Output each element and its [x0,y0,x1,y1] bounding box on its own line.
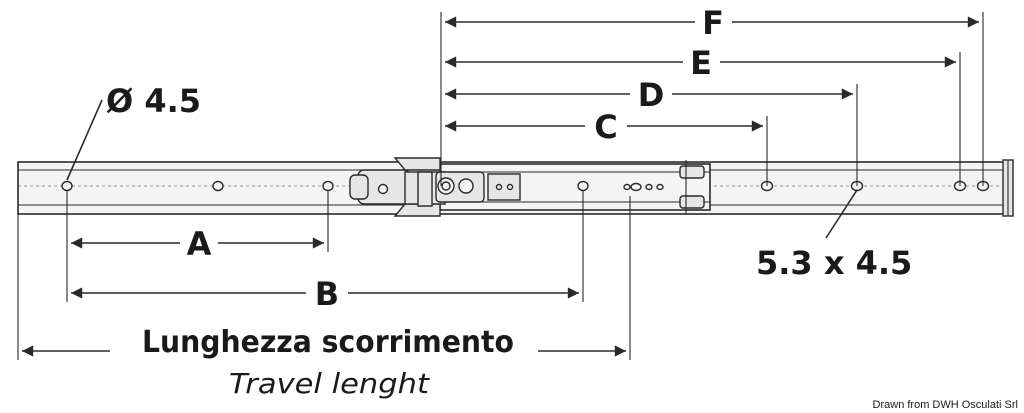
slot-size-callout [825,189,858,239]
dimension-e-label: E [690,44,712,82]
travel-length-label-en: Travel lenght [229,367,430,400]
slot-size-label: 5.3 x 4.5 [756,244,912,282]
hole-diameter-label: Ø 4.5 [106,82,201,120]
rail-holes [61,180,990,192]
bottom-dimensions [66,190,584,302]
dimension-c-label: C [594,108,617,146]
top-dimensions [440,12,984,186]
dimension-a-label: A [187,225,212,263]
travel-length-dimension [17,196,631,360]
credit-text: Drawn from DWH Osculati Srl [873,399,1018,411]
hole-diameter-callout [66,99,103,181]
rail-body [17,159,1014,217]
dimension-b-label: B [315,275,339,313]
latch-mechanism [349,157,705,217]
dimension-d-label: D [638,76,665,114]
dimension-f-label: F [702,4,724,42]
travel-length-label-it: Lunghezza scorrimento [142,325,514,360]
